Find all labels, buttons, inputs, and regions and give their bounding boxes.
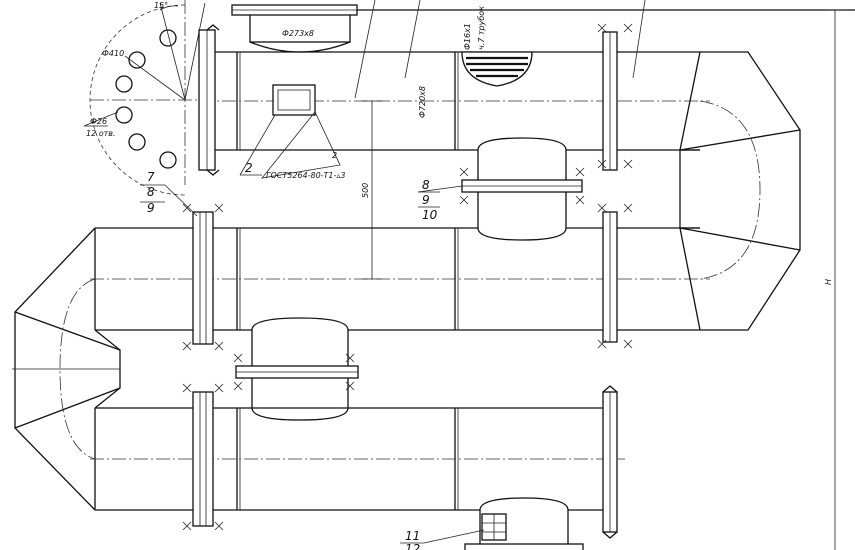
callout-part-8: 8 xyxy=(147,185,155,199)
callout-part-9-mid: 9 xyxy=(422,193,430,207)
callout-part-2-label: 2 xyxy=(245,161,253,175)
callout-part-9: 9 xyxy=(147,201,155,215)
flange-bolt-circle-view: 15° Ф410 Ф26 12 отв. xyxy=(83,0,206,196)
inspection-hatch xyxy=(272,84,316,116)
callout-8-9-10: 8 9 10 xyxy=(417,178,463,222)
bolt-circle-diameter-label: Ф410 xyxy=(102,49,124,58)
callout-part-7: 7 xyxy=(147,170,155,184)
weld-standard-label: ГОСТ5264-80-Т1-▵3 xyxy=(266,171,346,180)
angle-label: 15° xyxy=(154,1,168,10)
middle-pipe-run xyxy=(90,203,710,351)
crossover-connector-lower xyxy=(233,317,359,421)
crossover-connector-upper xyxy=(459,137,585,241)
hole-diameter-label: Ф26 xyxy=(90,117,107,126)
pipe-diameter-label: Ф720х8 xyxy=(418,86,427,118)
lower-pipe-run xyxy=(90,383,625,550)
dimension-H-label: H xyxy=(824,279,833,285)
callout-part-2: 2 xyxy=(239,114,276,176)
callout-part-8-mid: 8 xyxy=(422,178,430,192)
callout-7-8-9: 7 8 9 xyxy=(140,170,198,217)
hole-count-label: 12 отв. xyxy=(86,129,116,138)
tube-diameter-label: Ф16х1 xyxy=(463,23,472,50)
dimension-H: H xyxy=(824,9,842,550)
middle-left-flange xyxy=(192,211,214,345)
upper-pipe-run: Ф273х8 Ф720х8 Ф16х1 ч.7 трубок xyxy=(198,0,855,176)
left-return-bend xyxy=(12,227,121,511)
right-return-bend xyxy=(679,51,801,331)
weld-mark-label: 2 xyxy=(332,151,337,160)
nozzle-diameter-label: Ф273х8 xyxy=(282,29,314,38)
weld-callout: ГОСТ5264-80-Т1-▵3 2 xyxy=(261,111,346,180)
callout-part-10: 10 xyxy=(422,208,438,222)
dimension-500: 500 xyxy=(361,100,382,280)
tube-count-label: ч.7 трубок xyxy=(477,6,486,50)
top-nozzle xyxy=(249,11,351,43)
callout-part-12: 12 xyxy=(405,542,420,550)
callout-part-11: 11 xyxy=(405,529,420,543)
lower-left-flange xyxy=(192,391,214,527)
callout-11-12: 11 12 xyxy=(400,529,485,550)
dimension-500-label: 500 xyxy=(361,183,370,198)
